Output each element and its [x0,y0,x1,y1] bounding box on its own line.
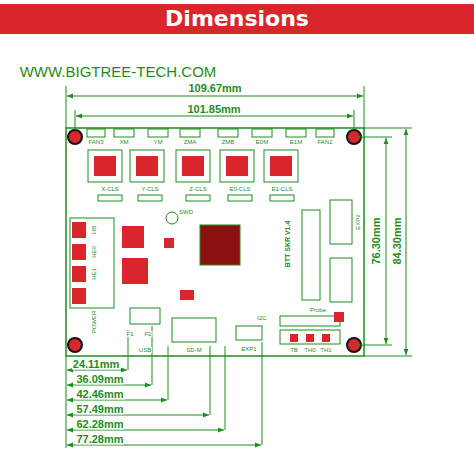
silkscreen-label: E1M [289,139,303,145]
silkscreen-label: XM [119,139,130,145]
silkscreen-label: E1-CLS [270,186,293,192]
silkscreen-label: EXP1 [240,346,257,352]
dimension-label: 109.67mm [187,83,242,94]
dimension-label: 77.28mm [75,434,124,445]
silkscreen-label: POWER [91,310,97,335]
silkscreen-label: TB [289,347,299,353]
silkscreen-label: F1 [125,331,134,337]
silkscreen-label: Probe [309,307,327,313]
silkscreen-label: BTT SKR V1.4 [284,220,291,269]
dimension-label: 24.11mm [72,359,120,370]
silkscreen-label: Y-CLS [140,186,159,192]
dimension-label: 42.46mm [75,389,124,400]
dimension-label: 84.30mm [392,216,403,265]
silkscreen-label: HE0 [91,245,97,259]
website-label: WWW.BIGTREE-TECH.COM [20,64,217,79]
silkscreen-label: ZMB [221,139,236,145]
silkscreen-label: HE1 [91,267,97,281]
dimension-label: 76.30mm [371,216,382,265]
board-outline [66,128,364,356]
silkscreen-label: EXP2 [355,213,361,230]
silkscreen-label: I2C [256,315,267,321]
dimension-label: 36.09mm [75,374,124,385]
silkscreen-label: F2 [143,331,152,337]
silkscreen-label: E0M [255,139,269,145]
title: Dimensions [0,4,474,34]
silkscreen-label: SWD [178,209,194,215]
silkscreen-label: TH1 [319,347,332,353]
title-banner [0,4,474,34]
silkscreen-label: TH0 [303,347,316,353]
silkscreen-label: YM [153,139,164,145]
silkscreen-label: Z-CLS [188,186,207,192]
silkscreen-label: USB [138,347,152,353]
silkscreen-label: HB [91,225,97,235]
silkscreen-label: E0-CLS [228,186,251,192]
silkscreen-label: FAN2 [316,139,333,145]
silkscreen-label: X-CLS [100,186,120,192]
dimension-label: 57.49mm [75,404,124,415]
silkscreen-label: FAN3 [87,139,104,145]
silkscreen-label: ZMA [183,139,198,145]
dimension-label: 62.28mm [75,419,124,430]
silkscreen-label: SD-M [185,347,202,353]
dimension-label: 101.85mm [186,104,241,115]
